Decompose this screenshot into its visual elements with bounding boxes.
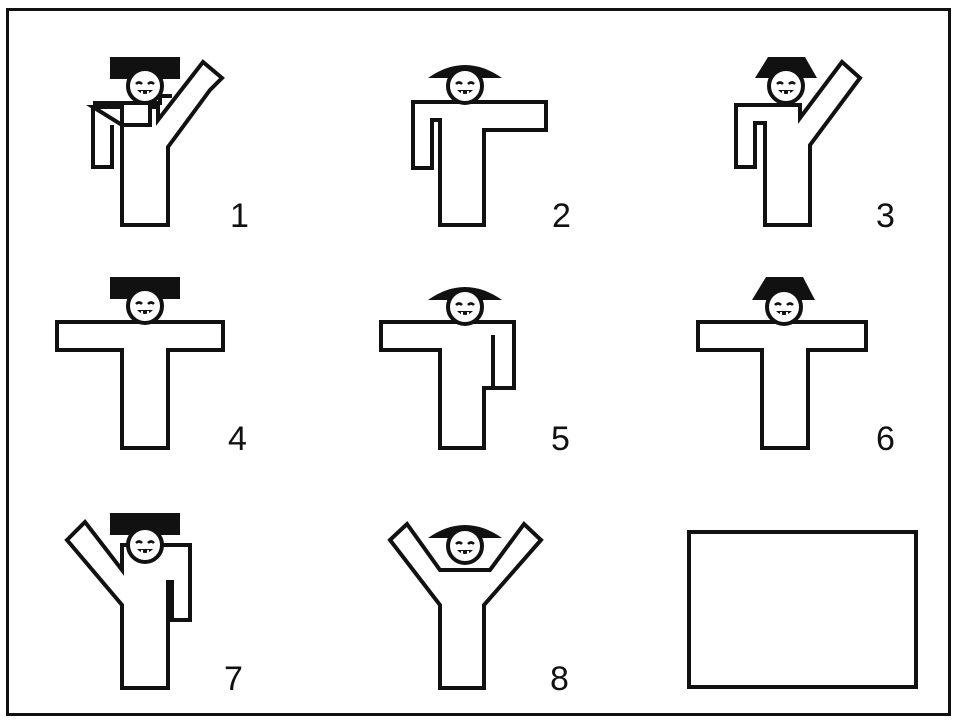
- figure-5: [381, 287, 514, 448]
- figure-7: [67, 513, 190, 688]
- figure-number-5: 5: [551, 420, 570, 458]
- figure-8: [390, 524, 541, 688]
- figure-2: [413, 65, 546, 225]
- figure-number-1: 1: [230, 197, 249, 235]
- figure-4: [57, 277, 223, 448]
- figure-6: [698, 277, 866, 448]
- figure-number-7: 7: [224, 660, 243, 698]
- figure-number-4: 4: [228, 420, 247, 458]
- figure-1: [93, 57, 222, 225]
- figure-3: [736, 57, 860, 225]
- figure-number-6: 6: [876, 420, 895, 458]
- answer-box[interactable]: [689, 532, 916, 687]
- figure-number-8: 8: [550, 660, 569, 698]
- figure-number-2: 2: [552, 197, 571, 235]
- figure-number-3: 3: [876, 197, 895, 235]
